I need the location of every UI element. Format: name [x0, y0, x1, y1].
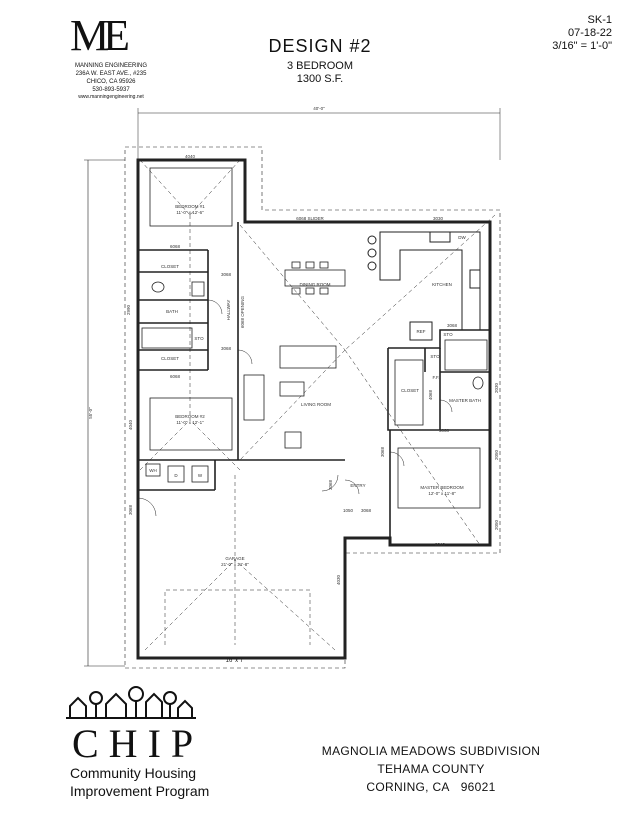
room-bedroom1: BEDROOM #1: [175, 204, 205, 209]
label-ref: REF: [417, 329, 426, 334]
callout-garage-entry: 3068: [128, 504, 133, 515]
label-ff: F.F.: [432, 375, 439, 380]
project-city: CORNING, CA: [366, 780, 450, 794]
callout-master-bath-door: 3068: [439, 428, 450, 433]
dim-depth: 55'-0": [88, 407, 93, 419]
chip-word: CHIP: [72, 721, 204, 766]
project-location: CORNING, CA 96021: [316, 780, 546, 794]
room-kitchen: KITCHEN: [432, 282, 452, 287]
callout-master-closet-door: 4068: [428, 389, 433, 400]
sheet-date: 07-18-22: [567, 27, 612, 39]
callout-entry-door: 3068: [361, 508, 372, 513]
firm-logo: ME: [70, 11, 130, 60]
firm-web: www.manningengineering.net: [78, 94, 144, 100]
callout-closet1-door: 6068: [170, 244, 181, 249]
callout-kitchen-window: 3030: [433, 216, 444, 221]
room-hallway: HALLWAY: [226, 300, 231, 321]
room-closet2: CLOSET: [161, 356, 179, 361]
room-dining: DINING ROOM: [300, 282, 331, 287]
room-garage-size: 21'-0" x 21'-8": [221, 562, 249, 567]
label-wh: WH: [149, 468, 157, 473]
callout-window-br1: 4040: [185, 154, 196, 159]
design-area: 1300 S.F.: [296, 73, 344, 85]
firm-name: MANNING ENGINEERING: [74, 63, 147, 69]
label-dryer: D: [174, 473, 178, 478]
firm-phone: 530-893-5937: [92, 87, 130, 93]
room-bedroom2-size: 11'-0" x 12'-1": [176, 420, 204, 425]
room-entry: ENTRY: [350, 483, 365, 488]
firm-logo-letters: ME: [70, 11, 130, 60]
callout-laundry-door: 3068: [328, 479, 333, 490]
project-subdivision: MAGNOLIA MEADOWS SUBDIVISION: [321, 744, 541, 758]
chip-line2: Improvement Program: [70, 783, 210, 799]
label-sto2: STO: [443, 332, 453, 337]
room-bedroom1-size: 11'-0" x 12'-6": [176, 210, 204, 215]
sheet-info: SK-1 07-18-22 3/16" = 1'-0": [552, 14, 612, 53]
room-master-bath: MASTER BATH: [449, 398, 481, 403]
room-bath: BATH: [166, 309, 178, 314]
dim-width: 40'-0": [313, 106, 325, 111]
room-closet1: CLOSET: [161, 264, 179, 269]
room-master-bedroom: MASTER BEDROOM: [420, 485, 464, 490]
callout-slider: 6068 SLIDER: [296, 216, 324, 221]
label-sto3: STO: [430, 354, 440, 359]
firm-city: CHICO, CA 95926: [86, 79, 136, 85]
callout-bath2-door: 3068: [221, 346, 232, 351]
room-living: LIVING ROOM: [301, 402, 331, 407]
room-closet3: CLOSET: [401, 388, 419, 393]
callout-ref-door: 3068: [447, 323, 458, 328]
firm-address: 236A W. EAST AVE., #235: [75, 71, 147, 77]
callout-master-br-window1: 2050: [494, 449, 499, 460]
callout-closet2-door: 6068: [170, 374, 181, 379]
design-title: DESIGN #2: [268, 36, 372, 56]
callout-bath-door: 3068: [221, 272, 232, 277]
chip-logo-houses: [66, 686, 196, 719]
project-county: TEHAMA COUNTY: [377, 762, 485, 776]
callout-master-br-bottom: 8040: [435, 542, 446, 547]
room-master-bedroom-size: 12'-0" x 11'-8": [428, 491, 456, 496]
label-washer: W: [198, 473, 203, 478]
callout-window-br2: 4040: [128, 419, 133, 430]
design-bedrooms: 3 BEDROOM: [286, 60, 353, 72]
sheet-id: SK-1: [587, 14, 612, 26]
label-sto1: STO: [194, 336, 204, 341]
callout-opening: 6068 OPENING: [240, 295, 245, 328]
room-bedroom2: BEDROOM #2: [175, 414, 205, 419]
chip-line1: Community Housing: [70, 765, 197, 781]
callout-master-br-window2: 2050: [494, 519, 499, 530]
callout-garage-door: 16' x 7': [226, 658, 245, 664]
callout-entry-width: 1050: [343, 508, 354, 513]
callout-master-br-door: 3068: [380, 446, 385, 457]
callout-master-bath-window: 2030: [494, 382, 499, 393]
dim-left: 2990: [126, 304, 131, 315]
project-zip: 96021: [460, 780, 496, 794]
sheet-scale: 3/16" = 1'-0": [552, 40, 612, 52]
label-dw: DW: [458, 235, 466, 240]
callout-garage-side: 4030: [336, 574, 341, 585]
room-garage: GARAGE: [225, 556, 244, 561]
